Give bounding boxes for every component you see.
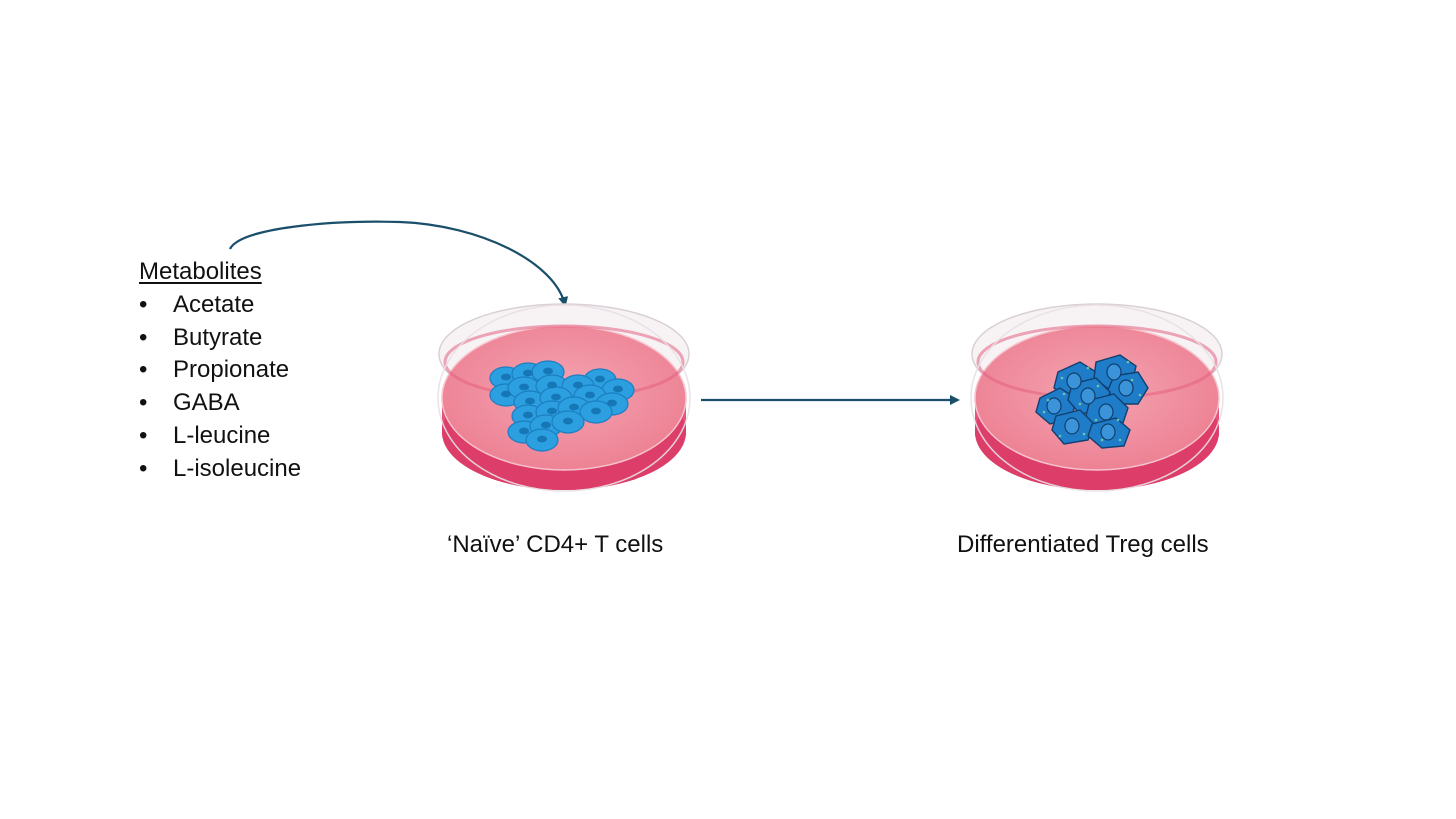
bullet-marker: • [139,454,148,482]
curved-arrow [229,220,569,307]
metabolite-item: • Acetate [139,289,301,322]
metabolite-label: Butyrate [173,323,263,351]
metabolite-item: • Butyrate [139,322,301,355]
metabolite-item: • L-leucine [139,420,301,453]
metabolite-label: Propionate [173,356,290,384]
metabolite-label: Acetate [173,290,255,318]
metabolite-label: L-leucine [173,421,271,449]
treg-cells-caption: Differentiated Treg cells [957,531,1209,558]
bullet-marker: • [139,389,148,417]
metabolites-list: • Acetate • Butyrate • Propionate • GABA • L-… [139,289,301,486]
bullet-marker: • [139,421,148,449]
bullet-marker: • [139,356,148,384]
metabolite-item: • Propionate [139,354,301,387]
naive-cells-caption: ‘Naïve’ CD4+ T cells [447,531,664,558]
metabolites-heading: Metabolites [139,258,262,285]
metabolites-list-block: Metabolites • Acetate • Butyrate • Propiona… [139,256,301,486]
metabolite-item: • GABA [139,387,301,420]
bullet-marker: • [139,323,148,351]
metabolite-label: GABA [173,389,240,417]
metabolite-item: • L-isoleucine [139,453,301,486]
metabolite-label: L-isoleucine [173,454,302,482]
treg-cell-cluster [1035,354,1149,449]
naive-cell-cluster [489,360,635,452]
bullet-marker: • [139,290,148,318]
